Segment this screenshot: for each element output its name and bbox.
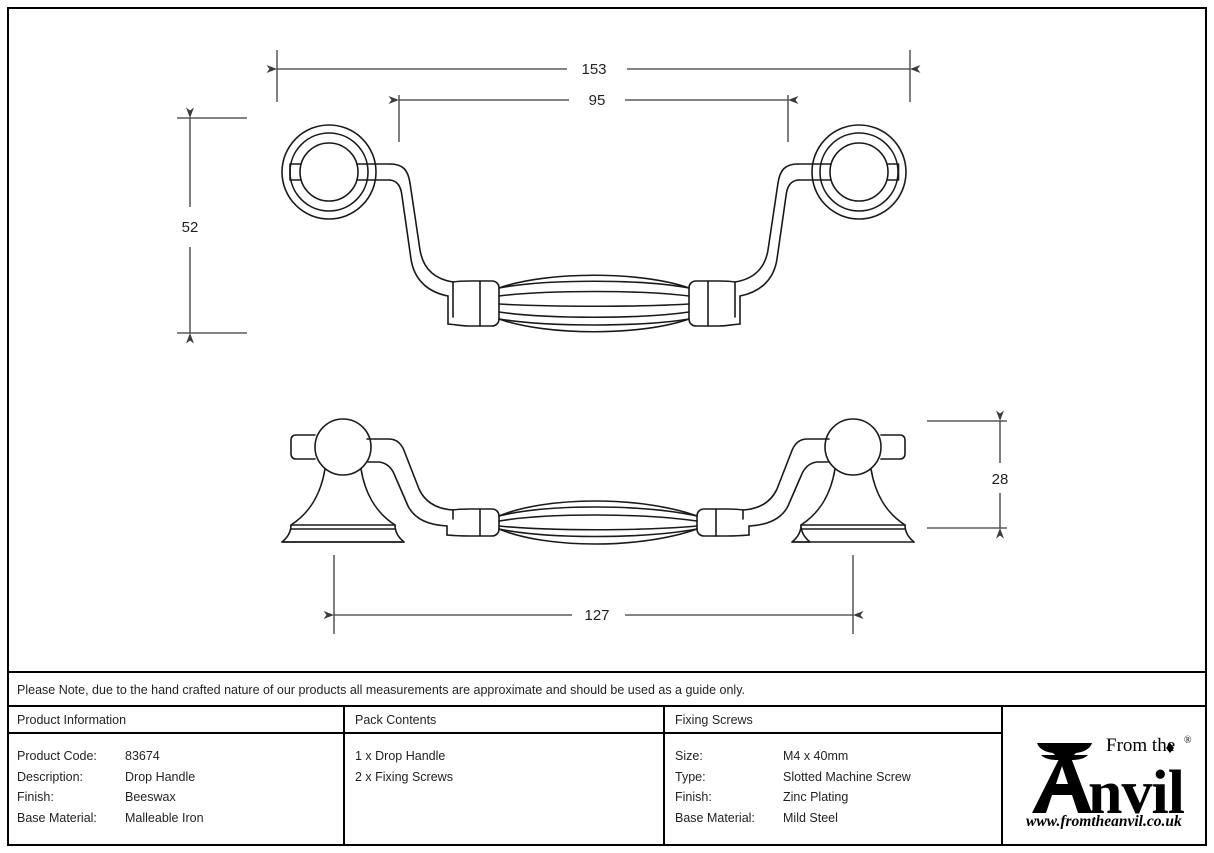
table-row: Description: Drop Handle bbox=[17, 767, 343, 788]
field-label: Finish: bbox=[675, 790, 712, 804]
column-fixing-screws: Fixing Screws Size: M4 x 40mm Type: Slot… bbox=[665, 707, 1003, 846]
front-elevation-handle bbox=[281, 124, 907, 333]
column-header-pack-contents: Pack Contents bbox=[345, 707, 663, 734]
field-value: 83674 bbox=[125, 749, 160, 763]
field-value: Drop Handle bbox=[125, 769, 196, 784]
svg-text:®: ® bbox=[1184, 735, 1192, 746]
table-row: Finish: Zinc Plating bbox=[675, 787, 1001, 808]
column-pack-contents: Pack Contents 1 x Drop Handle 2 x Fixing… bbox=[345, 707, 665, 846]
dimension-lines bbox=[177, 50, 1007, 634]
dimension-label-fixing-centres: 95 bbox=[589, 92, 606, 109]
field-value: M4 x 40mm bbox=[783, 749, 849, 763]
svg-text:nvil: nvil bbox=[1088, 759, 1185, 827]
column-body-pack-contents: 1 x Drop Handle 2 x Fixing Screws bbox=[345, 734, 663, 787]
table-columns: Product Information Product Code: 83674 … bbox=[7, 707, 1207, 846]
technical-drawing-area: 153 95 52 28 127 bbox=[7, 7, 1207, 671]
table-row: Product Code: 83674 bbox=[17, 746, 343, 767]
column-body-product-information: Product Code: 83674 Description: Drop Ha… bbox=[7, 734, 343, 828]
field-value: Malleable Iron bbox=[125, 810, 204, 825]
field-label: Base Material: bbox=[675, 810, 755, 825]
svg-text:From the: From the bbox=[1106, 735, 1175, 756]
from-the-anvil-logo: nvil From the ® www.fromtheanvil.co.uk bbox=[1003, 707, 1205, 846]
list-item: 2 x Fixing Screws bbox=[355, 769, 453, 784]
table-row: Type: Slotted Machine Screw bbox=[675, 767, 1001, 788]
svg-text:www.fromtheanvil.co.uk: www.fromtheanvil.co.uk bbox=[1026, 813, 1182, 829]
list-item: 1 x Drop Handle bbox=[355, 749, 446, 763]
field-value: Slotted Machine Screw bbox=[783, 769, 911, 784]
field-label: Type: bbox=[675, 769, 706, 784]
side-elevation-handle bbox=[281, 418, 915, 545]
field-label: Finish: bbox=[17, 790, 54, 804]
field-label: Description: bbox=[17, 769, 83, 784]
dimension-label-rose-height: 52 bbox=[182, 219, 199, 236]
dimension-label-projection: 28 bbox=[992, 471, 1009, 488]
dimension-label-side-width: 127 bbox=[584, 607, 609, 624]
field-label: Size: bbox=[675, 749, 703, 763]
field-label: Base Material: bbox=[17, 810, 97, 825]
information-table: Please Note, due to the hand crafted nat… bbox=[7, 671, 1207, 846]
table-row: Base Material: Mild Steel bbox=[675, 808, 1001, 829]
table-row: Base Material: Malleable Iron bbox=[17, 808, 343, 829]
column-header-product-information: Product Information bbox=[7, 707, 343, 734]
field-value: Beeswax bbox=[125, 790, 176, 804]
sheet-border bbox=[7, 7, 1207, 846]
field-label: Product Code: bbox=[17, 749, 97, 763]
field-value: Zinc Plating bbox=[783, 790, 849, 804]
column-body-fixing-screws: Size: M4 x 40mm Type: Slotted Machine Sc… bbox=[665, 734, 1001, 828]
column-header-fixing-screws: Fixing Screws bbox=[665, 707, 1001, 734]
dimension-label-overall-width: 153 bbox=[581, 61, 606, 78]
measurement-note: Please Note, due to the hand crafted nat… bbox=[7, 673, 1207, 707]
field-value: Mild Steel bbox=[783, 810, 838, 825]
table-row: Size: M4 x 40mm bbox=[675, 746, 1001, 767]
table-row: Finish: Beeswax bbox=[17, 787, 343, 808]
column-product-information: Product Information Product Code: 83674 … bbox=[7, 707, 345, 846]
column-logo: nvil From the ® www.fromtheanvil.co.uk bbox=[1003, 707, 1205, 846]
